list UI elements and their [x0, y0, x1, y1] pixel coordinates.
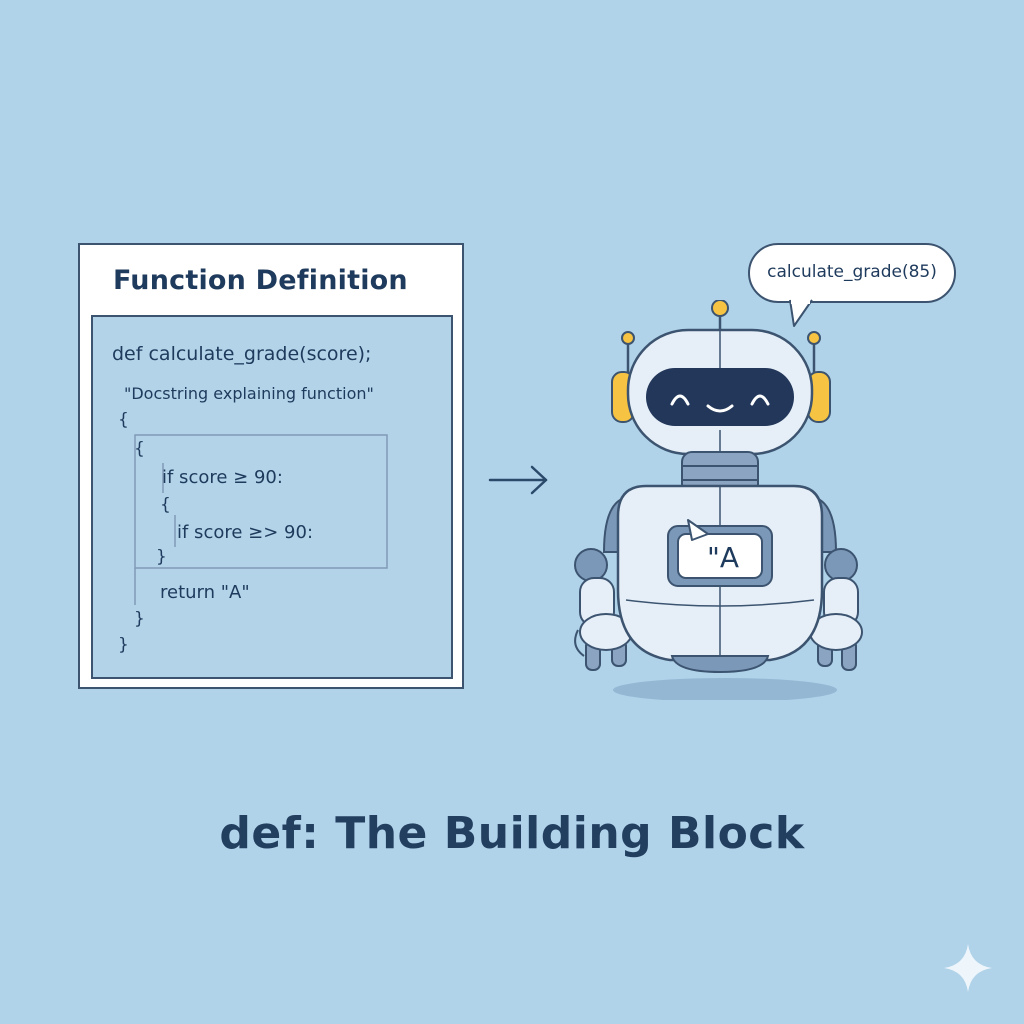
code-line-close-brace-1: }: [156, 547, 167, 567]
code-line-def: def calculate_grade(score);: [112, 343, 372, 365]
code-line-close-brace-3: }: [118, 635, 129, 655]
code-line-docstring: "Docstring explaining function": [124, 384, 374, 403]
robot-illustration: [574, 300, 863, 700]
function-definition-panel: Function Definition def calculate_grade(…: [78, 243, 464, 689]
code-line-close-brace-2: }: [134, 609, 145, 629]
chest-screen-text: "A: [706, 541, 740, 574]
right-arrow-icon: [488, 465, 548, 495]
panel-title: Function Definition: [113, 265, 408, 296]
speech-bubble-text: calculate_grade(85): [767, 262, 937, 282]
code-line-open-brace-2: {: [134, 439, 145, 459]
antenna-icon: [621, 300, 821, 375]
sparkle-icon: [944, 944, 992, 992]
robot-visor: [646, 368, 794, 426]
code-nesting-guides: [134, 434, 388, 605]
code-line-if-2: if score ≥> 90:: [177, 522, 314, 543]
caption-title: def: The Building Block: [219, 808, 805, 859]
robot-shadow: [613, 678, 837, 700]
code-line-return: return "A": [160, 582, 250, 603]
speech-bubble: calculate_grade(85): [748, 243, 956, 303]
code-line-open-brace-1: {: [118, 410, 129, 430]
code-line-open-brace-3: {: [160, 495, 171, 515]
speech-bubble-tail: [789, 299, 813, 327]
code-line-if-1: if score ≥ 90:: [162, 467, 283, 488]
code-box: def calculate_grade(score); "Docstring e…: [91, 315, 453, 679]
